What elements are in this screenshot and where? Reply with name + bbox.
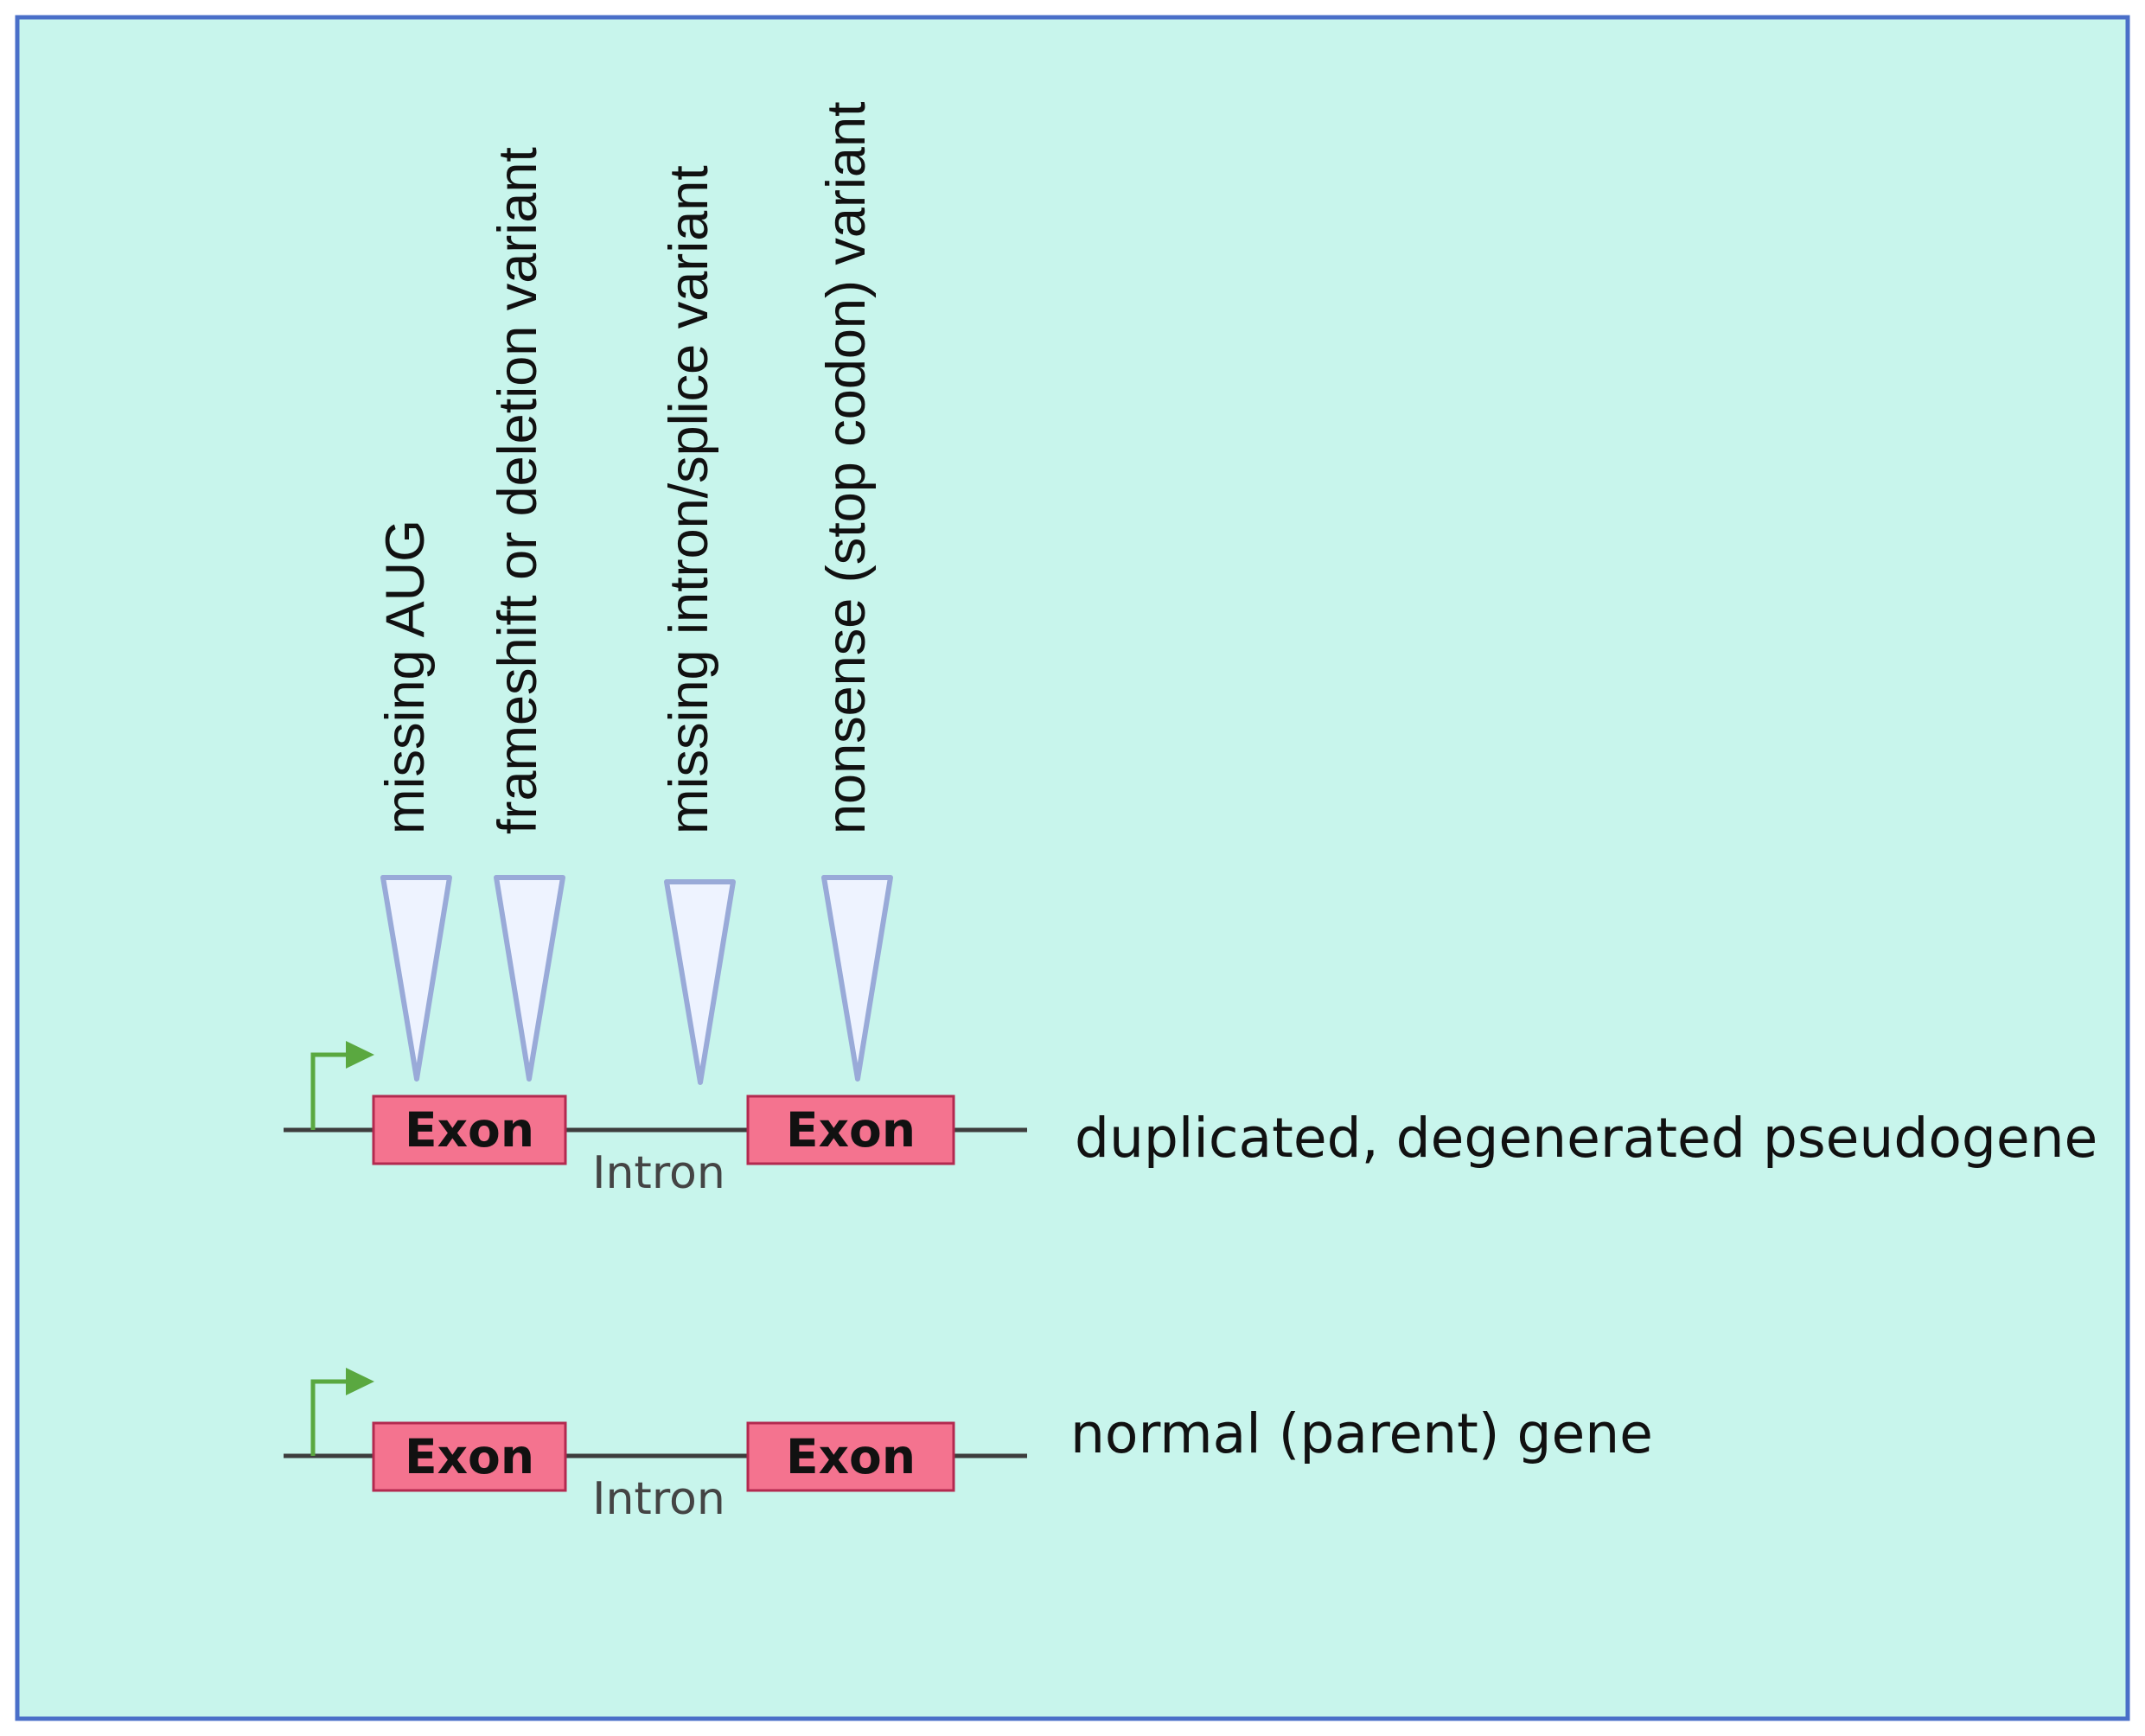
intron-label: Intron [592,1473,725,1525]
variant-label-frameshift: frameshift or deletion variant [488,147,548,834]
pseudogene-row: Exon Exon Intron duplicated, degenerated… [284,1041,2097,1199]
parent-gene-label: normal (parent) gene [1070,1402,1653,1465]
exon-label: Exon [405,1102,534,1158]
variant-label-splice: missing intron/splice variant [659,165,719,834]
pseudogene-label: duplicated, degenerated pseudogene [1075,1107,2097,1170]
exon-box [372,1095,567,1165]
intron-label: Intron [592,1147,725,1199]
parent-gene-row: Exon Exon Intron normal (parent) gene [284,1368,1653,1525]
exon-box [372,1421,567,1492]
variant-marker-triangle-icon [664,879,736,1085]
variant-label-missing-aug: missing AUG [375,520,436,834]
promoter-arrow-icon [310,1041,374,1130]
exon-label: Exon [405,1429,534,1484]
exon-label: Exon [786,1102,916,1158]
variant-marker-triangle-icon [821,875,893,1082]
exon-box [746,1095,955,1165]
variant-marker-triangle-icon [380,875,452,1082]
exon-label: Exon [786,1429,916,1484]
exon-box [746,1421,955,1492]
frame-background [15,15,2130,1721]
variant-markers [380,875,893,1085]
promoter-arrow-icon [310,1368,374,1456]
variant-labels: missing AUG frameshift or deletion varia… [375,101,877,834]
variant-label-nonsense: nonsense (stop codon) variant [816,101,877,834]
variant-marker-triangle-icon [494,875,565,1082]
